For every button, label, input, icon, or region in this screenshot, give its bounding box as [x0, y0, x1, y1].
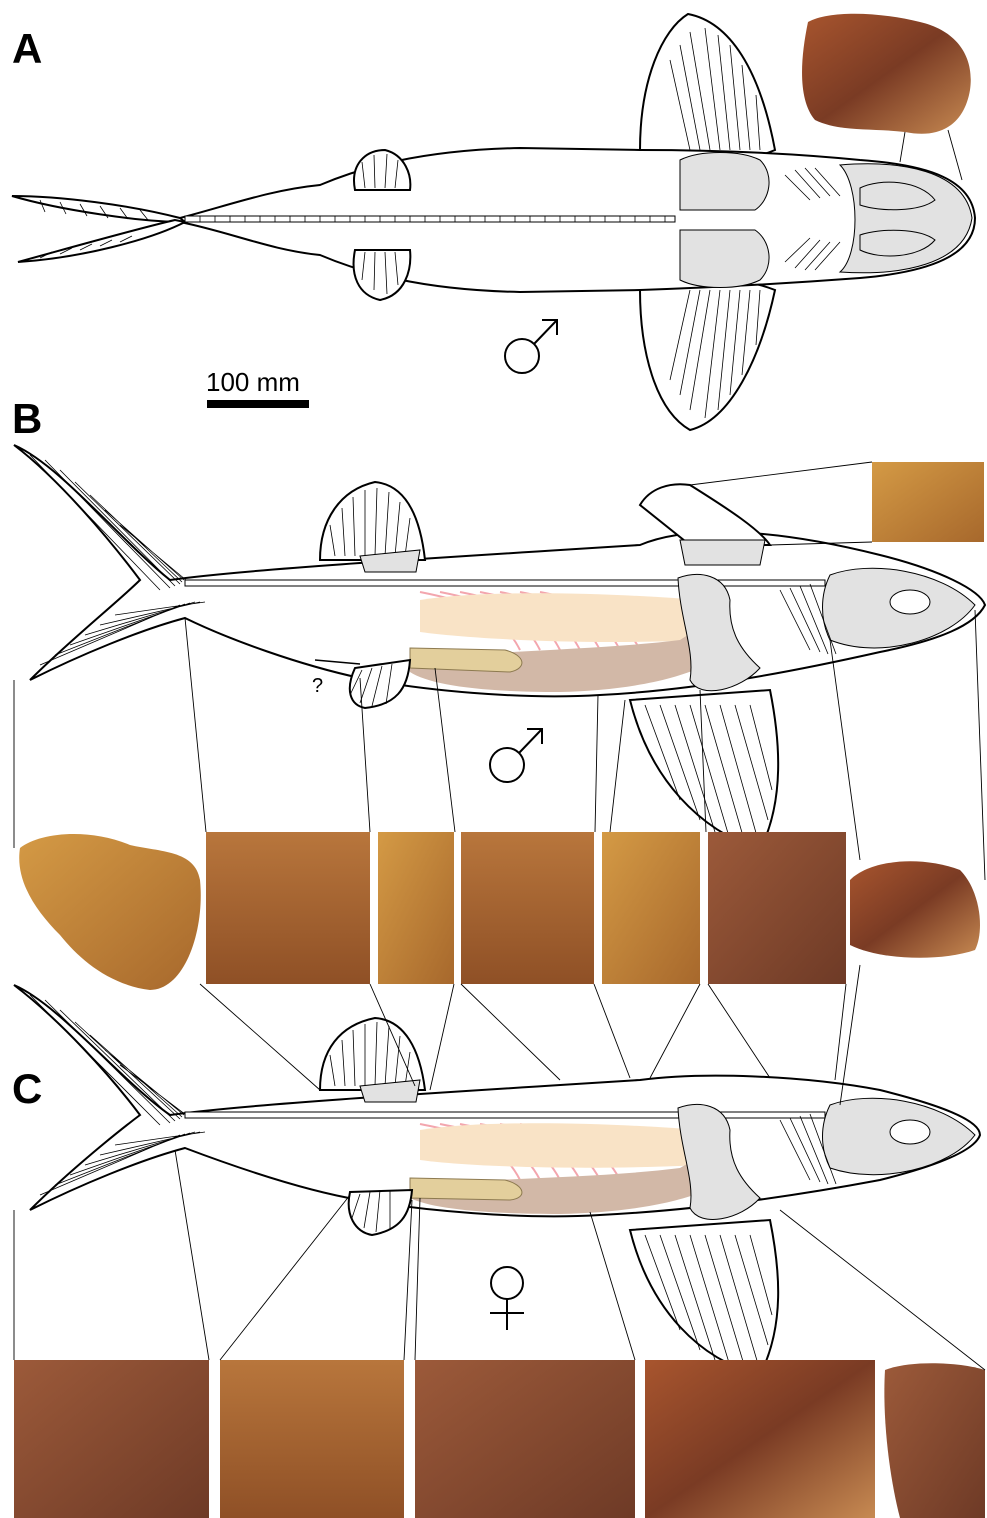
stomach-b: [420, 593, 713, 642]
fossil-photo-c-3: [415, 1360, 635, 1518]
caudal-fin-a: [12, 196, 185, 222]
pectoral-fin-ventral: [640, 280, 775, 431]
pelvic-fin-upper-a: [354, 150, 410, 190]
panel-c: C: [12, 965, 985, 1518]
fossil-photo-b-7: [850, 861, 980, 958]
fossil-photo-a: [802, 14, 971, 134]
panel-label-a: A: [12, 25, 42, 72]
pelvic-fin-lower-a: [354, 250, 411, 300]
panel-b: B ?: [12, 395, 985, 990]
scale-bar: [207, 400, 309, 408]
scale-bar-label: 100 mm: [206, 367, 300, 397]
spiral-valve-c: [410, 1178, 522, 1200]
pectoral-fin-dorsal: [640, 14, 775, 161]
uncertain-marker: ?: [312, 675, 323, 697]
fossil-photo-b-1: [19, 834, 201, 990]
fossil-photo-row-b: [19, 832, 980, 990]
orbit-b: [890, 590, 930, 614]
fossil-photo-b-dorsal: [872, 462, 984, 542]
panel-a: A 100 mm: [12, 14, 975, 430]
fossil-photo-b-3: [378, 832, 454, 984]
dorsal-fin-2-b: [640, 484, 770, 545]
male-symbol-icon: [505, 320, 557, 373]
vertebral-column-c: [185, 1112, 825, 1118]
fossil-photo-b-6: [708, 832, 846, 984]
pelvic-fin-c: [349, 1190, 412, 1235]
neurocranium-a: [840, 164, 972, 273]
vertebral-column-b: [185, 580, 825, 586]
male-symbol-icon: [490, 729, 542, 782]
fossil-photo-row-c: [14, 1360, 985, 1518]
female-symbol-icon: [490, 1267, 524, 1330]
fossil-photo-c-2: [220, 1360, 404, 1518]
fossil-photo-c-5: [884, 1363, 985, 1518]
stomach-c: [420, 1123, 713, 1167]
spiral-valve-b: [410, 648, 522, 672]
caudal-fin-lower-a: [18, 220, 185, 262]
pectoral-fin-b: [630, 690, 778, 850]
fossil-photo-b-2: [206, 832, 370, 984]
pectoral-fin-c: [630, 1220, 778, 1375]
fossil-photo-b-4: [461, 832, 594, 984]
orbit-c: [890, 1120, 930, 1144]
fossil-photo-b-5: [602, 832, 700, 984]
vertebral-column-a: [185, 216, 675, 222]
fossil-photo-c-1: [14, 1360, 209, 1518]
dorsal-spine-b: [680, 540, 765, 565]
panel-label-b: B: [12, 395, 42, 442]
panel-label-c: C: [12, 1065, 42, 1112]
dorsal-fin-1-c: [320, 1018, 425, 1090]
fossil-photo-c-4: [645, 1360, 875, 1518]
pelvic-fin-b: [350, 660, 410, 708]
